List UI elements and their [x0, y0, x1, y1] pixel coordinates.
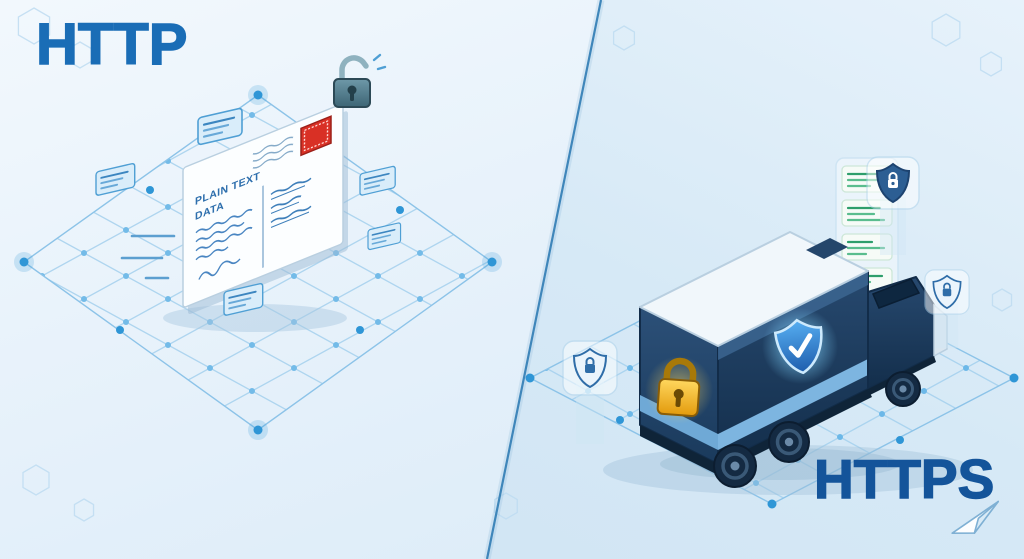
http-label: HTTP [35, 12, 188, 77]
stamp-icon [300, 115, 332, 157]
postmark-lines [252, 136, 294, 169]
hexagon-icon [614, 26, 635, 50]
alert-ticks [372, 53, 387, 71]
truck-roof-hatch [806, 238, 848, 259]
divider-line [483, 0, 605, 559]
hexagon-icon [23, 465, 49, 495]
open-padlock-icon [333, 53, 387, 108]
armored-truck [603, 231, 973, 495]
https-label: HTTPS [813, 448, 995, 510]
hexagon-icon [981, 52, 1002, 76]
shield-lock-badge-right [924, 269, 970, 349]
shield-lock-badge-left [562, 340, 618, 444]
truck-roof [639, 231, 869, 347]
truck-wheels [713, 371, 921, 488]
paper-plane-icon [951, 500, 1000, 535]
shield-check-icon [762, 308, 838, 384]
postcard: PLAIN TEXT DATA [120, 103, 348, 332]
motion-lines [120, 234, 176, 280]
postcard-message-lines [195, 208, 253, 280]
postcard-address-lines [270, 177, 312, 228]
gold-padlock-icon [645, 356, 713, 424]
hexagon-icon [932, 14, 960, 46]
signature-scribble [198, 258, 241, 280]
truck-window [872, 278, 921, 309]
shield-lock-badge-top [866, 156, 920, 255]
hexagon-icon [992, 289, 1011, 311]
postcard-shadow [163, 304, 347, 332]
hexagon-icon [74, 499, 93, 521]
truck-stripe-side [718, 359, 868, 450]
